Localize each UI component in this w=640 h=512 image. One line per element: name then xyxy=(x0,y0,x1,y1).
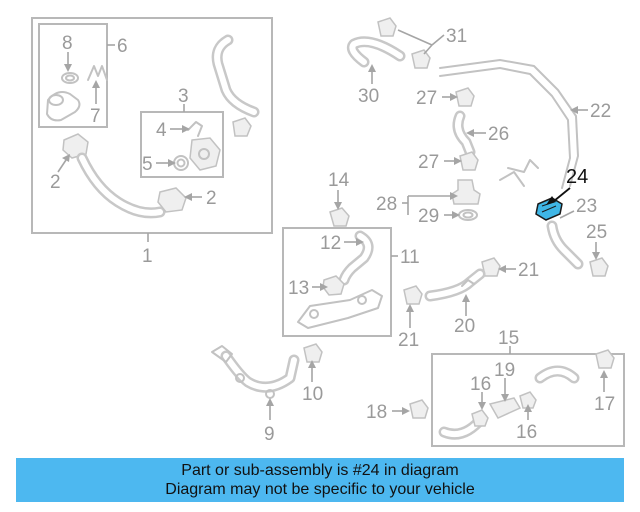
callout-7: 7 xyxy=(90,106,101,127)
callout-18: 18 xyxy=(366,402,387,423)
part-30-hose xyxy=(346,36,406,68)
callout-20: 20 xyxy=(454,316,475,337)
part-5-oring xyxy=(173,155,189,171)
part-22-bracket xyxy=(499,159,539,187)
callout-24-highlighted: 24 xyxy=(566,166,588,188)
callout-22: 22 xyxy=(590,101,611,122)
part-20-stub xyxy=(461,279,475,287)
part-4-bracket xyxy=(187,121,203,137)
callout-26: 26 xyxy=(488,124,509,145)
leader-lines xyxy=(57,29,608,420)
part-29-oring xyxy=(458,209,478,221)
callout-3: 3 xyxy=(178,86,189,107)
part-31-clamp-a xyxy=(377,17,397,37)
part-26-hose xyxy=(452,110,476,158)
part-11-pipe xyxy=(297,289,383,329)
part-18-clamp xyxy=(409,399,429,419)
callout-31: 31 xyxy=(446,26,467,47)
part-6-pipe xyxy=(46,91,81,122)
assembly-1-box xyxy=(31,17,273,234)
callout-11: 11 xyxy=(400,247,420,268)
callout-27-upper: 27 xyxy=(416,88,437,109)
vent-hose-box1 xyxy=(211,34,260,118)
callout-12: 12 xyxy=(320,233,341,254)
subassembly-6-box xyxy=(38,23,108,128)
callout-13: 13 xyxy=(288,278,309,299)
part-7-clip xyxy=(87,65,108,81)
part-2-clamp-lower xyxy=(157,187,187,213)
part-21-clamp-left xyxy=(403,285,423,305)
part-27-clamp-lower xyxy=(459,151,479,171)
part-23-hose xyxy=(546,220,584,270)
callout-21-right: 21 xyxy=(518,260,539,281)
part-9-hose xyxy=(220,350,300,393)
leader-24-highlighted xyxy=(546,187,571,205)
callout-2-upper: 2 xyxy=(50,172,61,193)
callout-30: 30 xyxy=(358,86,379,107)
part-1-hose xyxy=(76,152,166,219)
callout-1: 1 xyxy=(142,246,153,267)
part-31-clamp-b xyxy=(411,49,431,69)
part-27-clamp-upper xyxy=(455,87,475,107)
part-2-clamp-upper xyxy=(62,133,89,159)
callout-19: 19 xyxy=(494,360,515,381)
part-20-hose xyxy=(424,268,486,302)
callout-16-right: 16 xyxy=(516,422,537,443)
assembly-15-box xyxy=(431,353,625,447)
part-15-hose xyxy=(534,365,580,384)
banner-line-2: Diagram may not be specific to your vehi… xyxy=(165,481,475,498)
part-17-clamp xyxy=(595,349,615,369)
callout-4: 4 xyxy=(156,120,167,141)
part-16-clamp-right xyxy=(519,391,537,409)
callout-5: 5 xyxy=(142,154,153,175)
part-16-clamp-left xyxy=(471,409,489,427)
callout-28: 28 xyxy=(376,194,397,215)
info-banner: Part or sub-assembly is #24 in diagram D… xyxy=(16,458,624,502)
part-10-clamp xyxy=(303,343,323,363)
part-12-hose xyxy=(338,230,374,286)
callout-8: 8 xyxy=(62,33,73,54)
callout-14: 14 xyxy=(328,170,350,191)
part-25-clamp xyxy=(589,257,609,277)
part-28-fitting xyxy=(451,179,481,205)
callout-15: 15 xyxy=(498,328,519,349)
subassembly-3-box xyxy=(140,111,224,178)
callout-2-lower: 2 xyxy=(206,188,217,209)
callout-21-left: 21 xyxy=(398,330,419,351)
callout-labels: 8 6 7 3 4 5 2 2 1 14 12 11 13 30 31 22 2… xyxy=(50,26,615,445)
assembly-11-box xyxy=(282,227,392,337)
callout-10: 10 xyxy=(302,384,323,405)
callout-16-left: 16 xyxy=(470,374,491,395)
part-8-oring xyxy=(61,72,79,84)
callout-6: 6 xyxy=(117,36,128,57)
callout-17: 17 xyxy=(594,394,615,415)
part-22-pipe xyxy=(439,59,579,189)
callout-23: 23 xyxy=(576,196,597,217)
callout-27-lower: 27 xyxy=(418,152,439,173)
banner-line-1: Part or sub-assembly is #24 in diagram xyxy=(181,462,459,479)
part-3-valve xyxy=(189,137,221,171)
clamp-box1-right xyxy=(232,117,252,137)
callout-9: 9 xyxy=(264,424,275,445)
callout-25: 25 xyxy=(586,222,607,243)
part-14-clamp xyxy=(329,207,350,227)
callout-29: 29 xyxy=(418,206,439,227)
